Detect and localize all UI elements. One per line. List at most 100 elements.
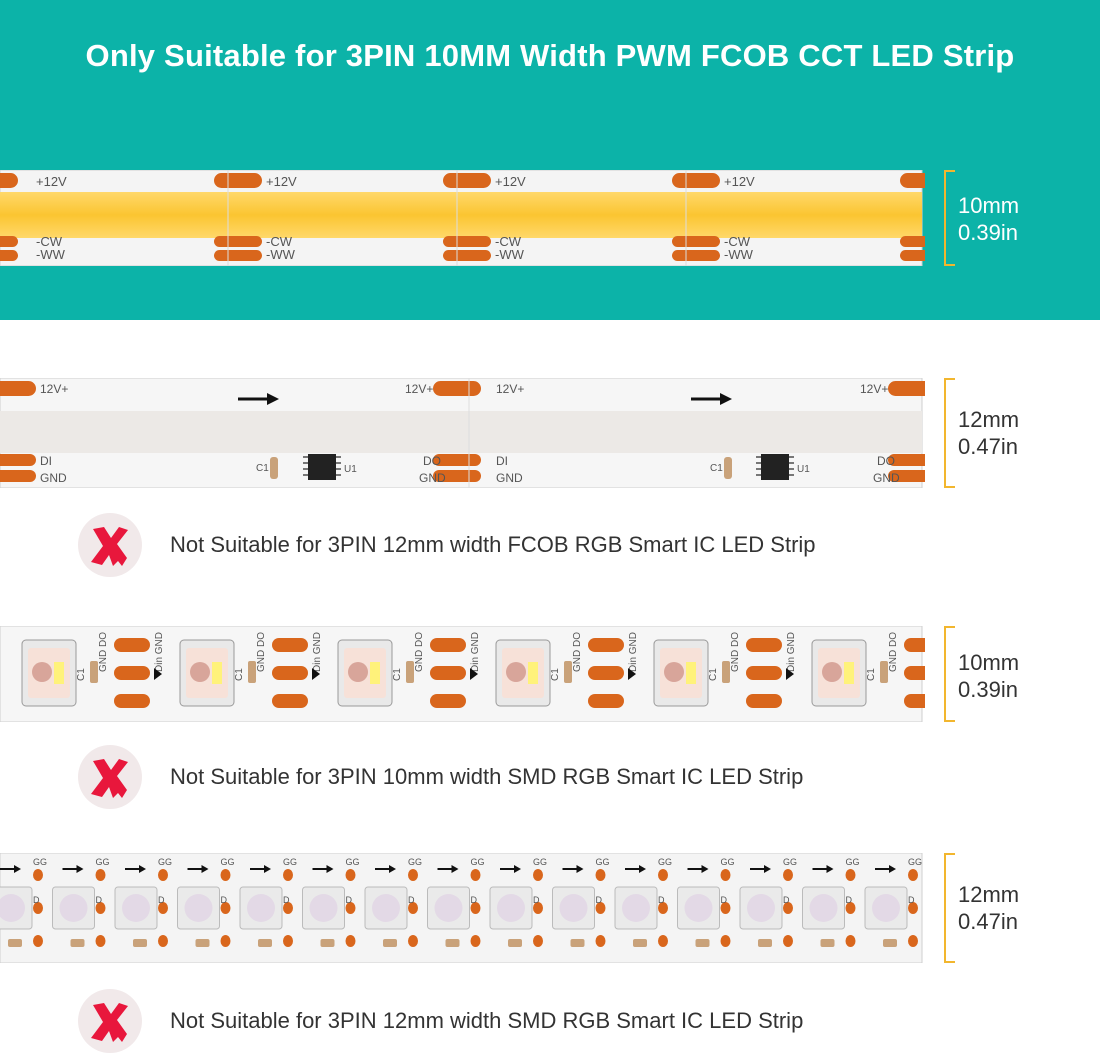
- led-lens: [747, 894, 775, 922]
- solder-pad: [908, 869, 918, 881]
- pad-label: G: [478, 857, 485, 867]
- solder-pad: [408, 869, 418, 881]
- solder-pad: [0, 250, 18, 261]
- solder-pad: [283, 869, 293, 881]
- note-text: Not Suitable for 3PIN 12mm width SMD RGB…: [170, 1008, 804, 1033]
- capacitor: [570, 939, 585, 947]
- pad-label: D: [846, 895, 853, 905]
- direction-arrow-head: [326, 865, 334, 873]
- x-cross-icon: [78, 513, 142, 577]
- solder-pad: [672, 173, 720, 188]
- capacitor: [445, 939, 460, 947]
- capacitor: [508, 939, 522, 947]
- solder-pad: [658, 869, 668, 881]
- solder-pad: [470, 935, 481, 947]
- pad-label: G: [471, 857, 478, 867]
- led-light-bar: [0, 192, 922, 238]
- led-lens: [122, 894, 150, 922]
- direction-arrow-head: [76, 865, 84, 873]
- solder-pad: [430, 638, 466, 652]
- ic-pin: [756, 456, 761, 458]
- dimension-bracket: [943, 170, 957, 266]
- pad-label: -CW: [724, 234, 751, 249]
- solder-pad: [900, 236, 925, 247]
- pad-label: G: [33, 857, 40, 867]
- led-die: [32, 662, 52, 682]
- led-die-white: [528, 662, 538, 684]
- solder-pad: [900, 250, 925, 261]
- pad-label: D: [346, 895, 353, 905]
- pad-label: G: [915, 857, 922, 867]
- width-mm: 10mm: [958, 193, 1020, 218]
- pad-label: G: [228, 857, 235, 867]
- led-die-white: [370, 662, 380, 684]
- pad-label: GND DO: [730, 632, 741, 672]
- pad-label: -WW: [495, 247, 525, 262]
- solder-pad: [470, 902, 481, 914]
- led-die: [506, 662, 526, 682]
- pad-label: GND DO: [98, 632, 109, 672]
- pad-label: GND: [873, 471, 900, 485]
- pad-label: GND DO: [572, 632, 583, 672]
- pad-label: U1: [797, 464, 810, 475]
- pad-label: C1: [392, 668, 403, 681]
- solder-pad: [33, 902, 43, 914]
- led-die: [822, 662, 842, 682]
- solder-pad: [0, 454, 36, 466]
- solder-pad: [443, 173, 491, 188]
- solder-pad: [904, 666, 925, 680]
- solder-pad: [888, 381, 925, 396]
- pad-label: D: [721, 895, 728, 905]
- pad-label: C1: [710, 463, 723, 474]
- width-mm: 12mm: [958, 407, 1020, 432]
- solder-pad: [845, 902, 856, 914]
- pad-label: G: [165, 857, 172, 867]
- pad-label: D: [533, 895, 540, 905]
- capacitor: [724, 457, 732, 479]
- capacitor: [820, 939, 835, 947]
- pad-label: DO: [423, 454, 441, 468]
- pad-label: G: [603, 857, 610, 867]
- dimension-bracket: [943, 853, 957, 963]
- led-die-white: [212, 662, 222, 684]
- pad-label: +12V: [495, 174, 526, 189]
- solder-pad: [908, 935, 918, 947]
- capacitor: [883, 939, 897, 947]
- solder-pad: [0, 381, 36, 396]
- pad-label: 12V+: [496, 382, 524, 396]
- capacitor: [564, 661, 572, 683]
- led-lens: [59, 894, 88, 922]
- direction-arrow-head: [576, 865, 584, 873]
- pad-label: GND DO: [256, 632, 267, 672]
- led-die: [190, 662, 210, 682]
- pad-label: -CW: [266, 234, 293, 249]
- pad-label: G: [728, 857, 735, 867]
- solder-pad: [283, 902, 293, 914]
- pad-label: G: [290, 857, 297, 867]
- solder-pad: [904, 694, 925, 708]
- pad-label: 12V+: [40, 382, 68, 396]
- pad-label: DI: [496, 454, 508, 468]
- led-lens: [559, 894, 588, 922]
- dimension-bracket: [943, 626, 957, 722]
- solder-pad: [720, 935, 731, 947]
- led-lens: [184, 894, 213, 922]
- solder-pad: [588, 694, 624, 708]
- capacitor: [633, 939, 647, 947]
- solder-pad: [345, 935, 356, 947]
- dimension-label: 10mm 0.39in: [958, 649, 1019, 703]
- capacitor: [383, 939, 397, 947]
- solder-pad: [114, 638, 150, 652]
- solder-pad: [783, 902, 793, 914]
- strip-fcob-cct: +12V-CW-WW+12V-CW-WW+12V-CW-WW+12V-CW-WW: [0, 170, 925, 266]
- cob-diffuser: [0, 411, 922, 453]
- pad-label: G: [283, 857, 290, 867]
- pad-label: D: [658, 895, 665, 905]
- pad-label: G: [346, 857, 353, 867]
- solder-pad: [158, 935, 168, 947]
- direction-arrow-head: [14, 865, 21, 873]
- width-in: 0.39in: [958, 677, 1018, 702]
- solder-pad: [158, 902, 168, 914]
- banner: Only Suitable for 3PIN 10MM Width PWM FC…: [0, 0, 1100, 320]
